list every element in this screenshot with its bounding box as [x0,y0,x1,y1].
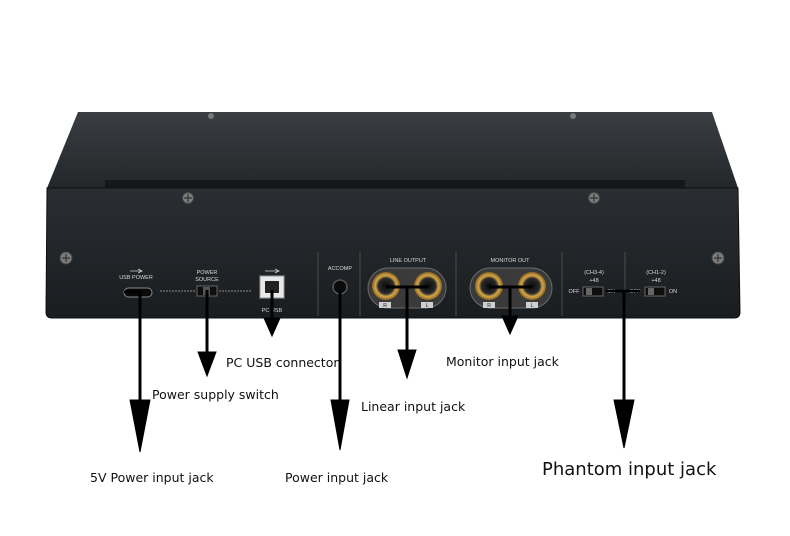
screw-icon [182,192,194,204]
power-source-label-1: POWER [197,270,218,276]
usb-power-label: USB POWER [119,275,153,281]
jack-channel-label: R [383,303,387,309]
line-output-label: LINE OUTPUT [390,258,427,264]
arrow-monitor-out [501,315,519,336]
screw-icon [59,251,73,265]
callout-power-input-jack: Power input jack [285,470,389,485]
callout-linear-input-jack: Linear input jack [361,399,466,414]
off-label: OFF [569,289,581,295]
jack-channel-label: L [426,303,429,309]
monitor-out-label: MONITOR OUT [490,258,530,264]
on-label: ON [669,289,677,295]
arrow-line-output [397,349,417,380]
screw-icon [588,192,600,204]
callout-phantom-input-jack: Phantom input jack [542,459,717,480]
phantom-48-label: +48 [589,278,598,284]
arrow-phantom [613,399,635,449]
phantom-48-label: +48 [651,278,660,284]
usb-icon [265,268,280,274]
callout-arrows [124,285,640,453]
phantom-switch-ch12 [644,286,666,297]
usb-icon [130,268,143,274]
arrow-pc-usb [263,317,281,338]
callout-power-supply-switch: Power supply switch [152,387,279,402]
jack-channel-label: L [531,303,534,309]
arrow-power-input [330,399,350,451]
callout-pc-usb-connector: PC USB connector [226,355,339,370]
callout-5v-power-input-jack: 5V Power input jack [90,470,214,485]
ch12-label: (CH1-2) [646,270,666,276]
arrow-5v-power [129,399,151,453]
callout-monitor-input-jack: Monitor input jack [446,354,559,369]
jack-channel-label: R [487,303,491,309]
accomp-label: ACCOMP [328,266,352,272]
phantom-switch-ch34 [582,286,604,297]
arrow-power-switch [197,351,217,378]
ch34-label: (CH3-4) [584,270,604,276]
screw-icon [711,251,725,265]
power-source-label-2: SOURCE [195,277,219,283]
